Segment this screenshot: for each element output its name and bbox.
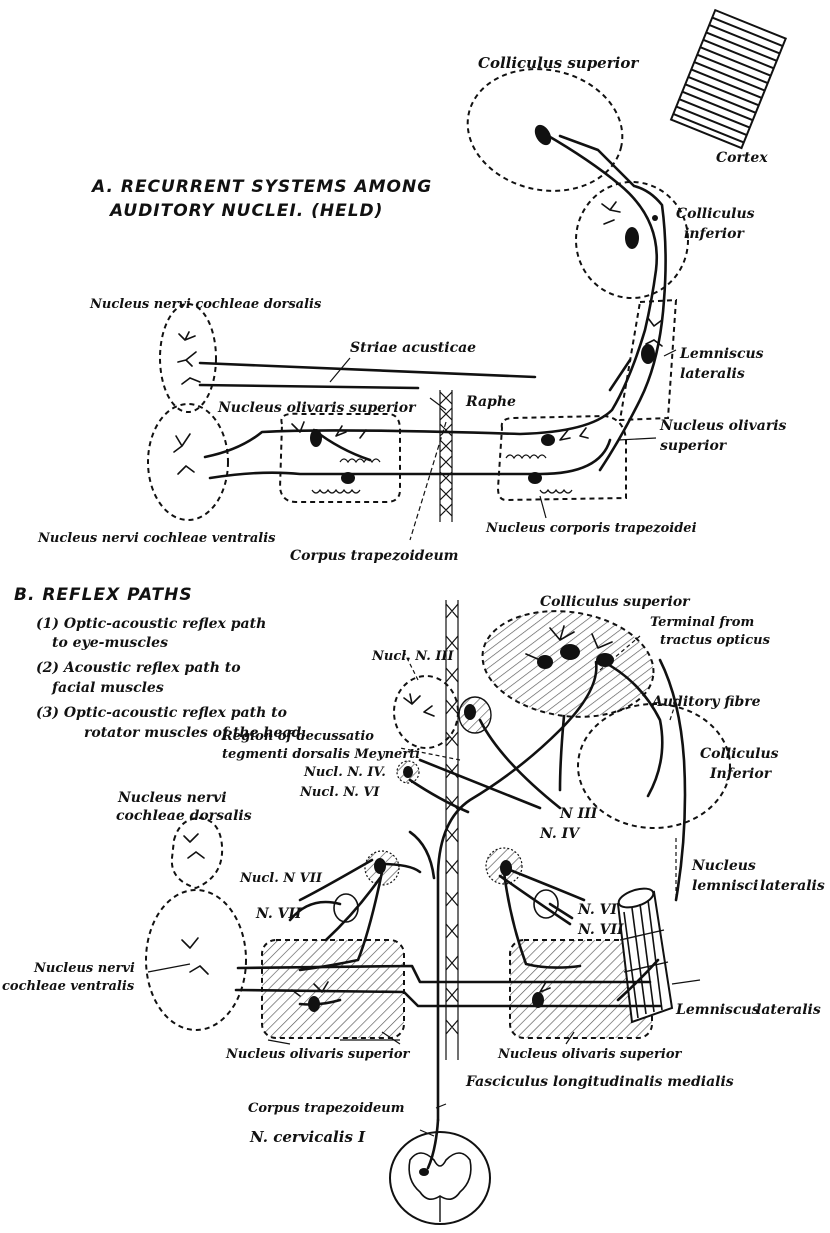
label-n6-right: N. VI xyxy=(577,902,618,918)
label-nucleus-lemnisci-3: lateralis xyxy=(760,878,825,894)
label-nucl-n6: Nucl. N. VI xyxy=(299,785,380,800)
legend-2-line2: facial muscles xyxy=(51,680,164,696)
legend-1-line2: to eye-muscles xyxy=(52,635,168,651)
label-lemniscus-lateralis-b-2: lateralis xyxy=(756,1002,821,1018)
leaders-a xyxy=(330,350,676,540)
label-corpus-trapezoideum-a: Corpus trapezoideum xyxy=(290,548,459,564)
label-olivaris-right-a-1: Nucleus olivaris xyxy=(659,418,787,434)
label-terminal-2: tractus opticus xyxy=(660,633,771,648)
spinal-cord-section xyxy=(390,1120,490,1224)
label-cortex: Cortex xyxy=(716,150,768,166)
legend-2-line1: (2) Acoustic reflex path to xyxy=(36,660,241,676)
nucleus-ventralis-a-outline xyxy=(148,404,228,520)
label-olivaris-right-a-2: superior xyxy=(660,438,728,454)
label-nucleus-ventralis-a: Nucleus nervi cochleae ventralis xyxy=(37,531,276,546)
label-nucleus-ventralis-b-2: cochleae ventralis xyxy=(2,979,135,994)
part-a-heading-line1: A. RECURRENT SYSTEMS AMONG xyxy=(90,177,432,197)
part-a: A. RECURRENT SYSTEMS AMONG AUDITORY NUCL… xyxy=(37,10,787,564)
label-nucl-n7: Nucl. N VII xyxy=(239,871,323,886)
label-colliculus-superior-b: Colliculus superior xyxy=(540,594,691,610)
label-lemniscus-lateralis-b-1: Lemniscus xyxy=(675,1002,760,1018)
label-n3: N III xyxy=(559,806,598,822)
label-lemniscus-a-1: Lemniscus xyxy=(679,346,764,362)
label-region-2: tegmenti dorsalis Meynerti xyxy=(222,747,420,762)
olivaris-left-a-outline xyxy=(280,414,400,502)
label-colliculus-inferior-b-2: Inferior xyxy=(709,766,773,782)
colliculus-superior-b xyxy=(476,601,661,728)
label-corporis-trapezoidei: Nucleus corporis trapezoidei xyxy=(485,521,697,536)
label-n-cervicalis: N. cervicalis I xyxy=(249,1128,366,1146)
label-terminal-1: Terminal from xyxy=(650,615,754,630)
label-olivaris-right-b: Nucleus olivaris superior xyxy=(497,1047,683,1062)
label-nucleus-ventralis-b-1: Nucleus nervi xyxy=(33,961,135,976)
legend-3-line1: (3) Optic-acoustic reflex path to xyxy=(36,705,287,721)
label-n4: N. IV xyxy=(539,826,581,842)
label-nucleus-lemnisci-1: Nucleus xyxy=(691,858,756,874)
part-a-heading-line2: AUDITORY NUCLEI. (HELD) xyxy=(108,201,383,221)
label-nucleus-dorsalis-b-2: cochleae dorsalis xyxy=(116,808,252,824)
label-fasciculus: Fasciculus longitudinalis medialis xyxy=(465,1074,734,1090)
label-nucleus-dorsalis-a: Nucleus nervi cochleae dorsalis xyxy=(89,297,322,312)
label-colliculus-inferior-a-2: inferior xyxy=(684,226,745,242)
stippled-nuclei xyxy=(365,761,522,885)
label-lemniscus-a-2: lateralis xyxy=(680,366,745,382)
label-corpus-trapezoideum-b: Corpus trapezoideum xyxy=(248,1101,404,1116)
label-nucleus-lemnisci-2: lemnisci xyxy=(692,878,758,894)
label-olivaris-left-b: Nucleus olivaris superior xyxy=(225,1047,411,1062)
cortex-block xyxy=(671,10,786,148)
label-nucleus-dorsalis-b-1: Nucleus nervi xyxy=(117,790,227,806)
raphe-b xyxy=(446,600,458,1060)
label-olivaris-left-a: Nucleus olivaris superior xyxy=(217,400,417,416)
label-colliculus-superior-a: Colliculus superior xyxy=(478,54,639,72)
label-striae: Striae acusticae xyxy=(350,340,476,356)
label-colliculus-inferior-b-1: Colliculus xyxy=(700,746,779,762)
label-nucl-n4: Nucl. N. IV. xyxy=(303,765,386,780)
nerve-loops xyxy=(290,890,572,922)
nucleus-ventralis-b-outline xyxy=(146,890,246,1030)
label-region-1: Region of decussatio xyxy=(221,729,374,744)
part-b-heading: B. REFLEX PATHS xyxy=(14,585,193,605)
olivaris-left-b xyxy=(262,940,404,1038)
legend-1-line1: (1) Optic-acoustic reflex path xyxy=(36,616,266,632)
colliculus-inferior-b-outline xyxy=(578,704,730,828)
label-colliculus-inferior-a-1: Colliculus xyxy=(676,206,755,222)
label-nucl-n3: Nucl. N. III xyxy=(371,649,455,664)
label-n7-right: N. VII xyxy=(577,922,624,938)
part-b: B. REFLEX PATHS (1) Optic-acoustic refle… xyxy=(2,585,825,1224)
label-n7-left: N. VII xyxy=(255,906,302,922)
label-raphe: Raphe xyxy=(465,394,516,410)
label-auditory-fibre: Auditory fibre xyxy=(650,694,761,710)
